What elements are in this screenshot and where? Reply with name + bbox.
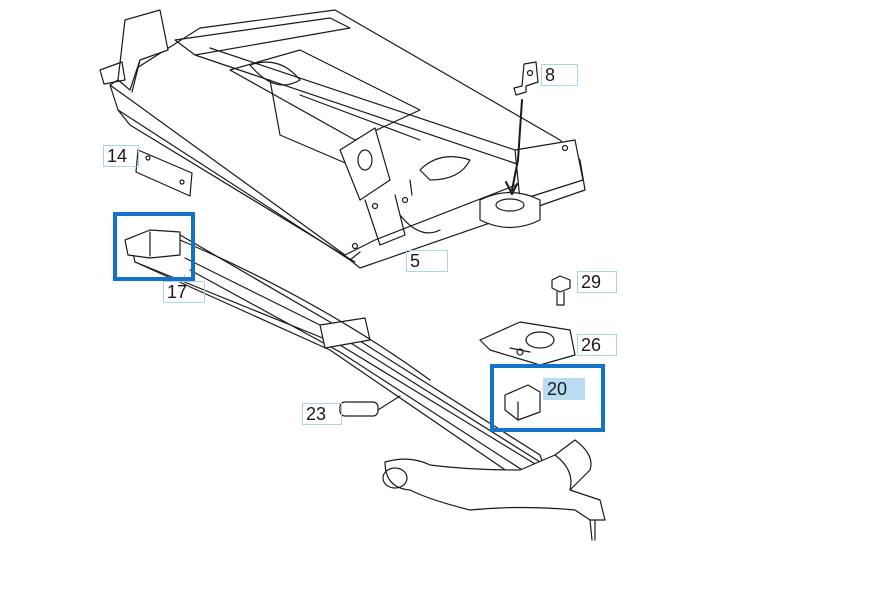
callout-23[interactable]: 23 [302,403,342,425]
crossmember-frame-icon [99,9,586,269]
selection-box-20 [490,364,605,432]
bolt-icon [551,275,571,306]
rubber-bumper-icon [504,384,541,421]
spacer-pad-icon [339,395,401,417]
plate-icon [135,149,193,197]
mounting-bracket-icon [505,61,539,195]
callout-8[interactable]: 8 [541,64,578,86]
callout-14[interactable]: 14 [103,145,139,167]
callout-20[interactable]: 20 [543,378,585,400]
control-arm-icon [382,439,606,541]
leaf-spring-pad-icon [124,229,181,259]
spring-clamp-icon [479,321,576,366]
callout-29[interactable]: 29 [577,271,617,293]
selection-box-17 [113,212,195,281]
callout-17[interactable]: 17 [163,281,205,303]
callout-5[interactable]: 5 [406,250,448,272]
leaf-spring-icon [129,231,549,481]
callout-26[interactable]: 26 [577,334,617,356]
